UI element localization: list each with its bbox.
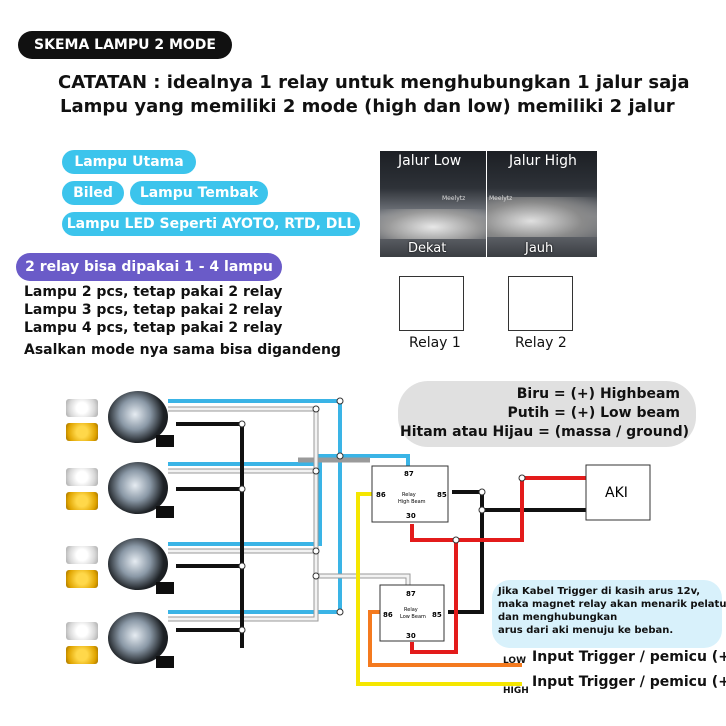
- relay-high-pin87: 87: [404, 470, 414, 478]
- junction-dots: [238, 397, 526, 634]
- relay-1-box: [399, 276, 464, 331]
- legend-blue: Biru = (+) Highbeam: [516, 386, 680, 402]
- low-beam-title: Jalur Low: [398, 153, 462, 169]
- relay-low-pin87: 87: [406, 590, 416, 598]
- relay-low-beam: 87 86 85 30 Relay Low Beam: [379, 584, 445, 642]
- relay-low-label: Low Beam: [400, 614, 426, 620]
- callout-line: Jika Kabel Trigger di kasih arus 12v,: [498, 586, 701, 597]
- projector-lens-icon: [108, 612, 168, 664]
- relay-low-pin85: 85: [432, 611, 442, 619]
- lamp-bracket-icon: [156, 656, 174, 668]
- relay-low-pin86: 86: [383, 611, 393, 619]
- callout-line: maka magnet relay akan menarik pelatuk,: [498, 599, 726, 610]
- orange-trigger-wire: [368, 610, 522, 667]
- trigger-high-tag: HIGH: [503, 686, 529, 696]
- pill-lampu-tembak: Lampu Tembak: [130, 181, 268, 205]
- lamp-bracket-icon: [156, 435, 174, 447]
- relay-low-pin30: 30: [406, 632, 416, 640]
- low-beam-caption: Dekat: [408, 241, 447, 256]
- relay-info-line: Lampu 2 pcs, tetap pakai 2 relay: [24, 284, 283, 300]
- relay-high-pin86: 86: [376, 491, 386, 499]
- relay-high-beam: 87 86 85 30 Relay High Beam: [371, 465, 449, 523]
- pill-lampu-utama: Lampu Utama: [62, 150, 196, 174]
- battery-wires: [410, 476, 586, 654]
- relay-2-box: [508, 276, 573, 331]
- callout-line: dan menghubungkan: [498, 612, 618, 623]
- relay-explanation-callout: Jika Kabel Trigger di kasih arus 12v, ma…: [492, 580, 726, 648]
- yellow-light-thumb: [66, 492, 98, 510]
- yellow-light-thumb: [66, 423, 98, 441]
- high-beam-title: Jalur High: [509, 153, 577, 169]
- relay-1-caption: Relay 1: [409, 335, 461, 351]
- legend-white: Putih = (+) Low beam: [507, 405, 680, 421]
- white-light-thumb: [66, 546, 98, 564]
- red-wire: [410, 540, 458, 654]
- callout-line: arus dari aki menuju ke beban.: [498, 625, 674, 636]
- relay-2-caption: Relay 2: [515, 335, 567, 351]
- yellow-light-thumb: [66, 646, 98, 664]
- note-line-2: Lampu yang memiliki 2 mode (high dan low…: [60, 96, 675, 117]
- relay-info-line: Lampu 3 pcs, tetap pakai 2 relay: [24, 302, 283, 318]
- white-wire: [168, 576, 318, 621]
- relay-info-badge: 2 relay bisa dipakai 1 - 4 lampu: [16, 253, 282, 281]
- relay-high-pin30: 30: [406, 512, 416, 520]
- blue-wire: [168, 456, 322, 546]
- projector-lens-icon: [108, 462, 168, 514]
- low-beam-watermark: Meelytz: [442, 195, 466, 202]
- legend-ground: Hitam atau Hijau = (massa / ground): [400, 424, 690, 440]
- low-beam-light: [380, 209, 486, 239]
- projector-lens-icon: [108, 391, 168, 443]
- yellow-light-thumb: [66, 570, 98, 588]
- high-beam-photo: Jalur High Meelytz Jauh: [487, 151, 597, 257]
- trigger-low-text: Input Trigger / pemicu (+): [532, 649, 726, 665]
- ground-wire: [176, 422, 244, 648]
- high-beam-light: [487, 197, 597, 237]
- battery-box: [585, 464, 651, 521]
- high-beam-watermark: Meelytz: [489, 195, 513, 202]
- white-light-thumb: [66, 468, 98, 486]
- wire-color-legend: [398, 381, 696, 447]
- low-beam-photo: Jalur Low Meelytz Dekat: [380, 151, 486, 257]
- red-wire: [410, 476, 586, 542]
- ground-wire: [448, 490, 484, 614]
- relay-low-label: Relay: [404, 607, 418, 613]
- trigger-low-tag: LOW: [503, 656, 526, 666]
- relay-info-line: Lampu 4 pcs, tetap pakai 2 relay: [24, 320, 283, 336]
- relay-high-label: Relay: [402, 492, 416, 498]
- note-line-1: CATATAN : idealnya 1 relay untuk menghub…: [58, 72, 690, 93]
- title-badge: SKEMA LAMPU 2 MODE: [18, 31, 232, 59]
- white-light-thumb: [66, 399, 98, 417]
- relay-info-line: Asalkan mode nya sama bisa digandeng: [24, 342, 341, 358]
- trigger-high-text: Input Trigger / pemicu (+): [532, 674, 726, 690]
- battery-label: AKI: [605, 485, 628, 501]
- relay-high-label: High Beam: [398, 499, 426, 505]
- projector-lens-icon: [108, 538, 168, 590]
- lamp-bracket-icon: [156, 582, 174, 594]
- high-beam-caption: Jauh: [525, 241, 554, 256]
- relay-high-pin85: 85: [437, 491, 447, 499]
- pill-biled: Biled: [62, 181, 124, 205]
- yellow-trigger-wire: [356, 492, 522, 686]
- lamp-bracket-icon: [156, 506, 174, 518]
- white-light-thumb: [66, 622, 98, 640]
- pill-lampu-led: Lampu LED Seperti AYOTO, RTD, DLL: [62, 212, 360, 236]
